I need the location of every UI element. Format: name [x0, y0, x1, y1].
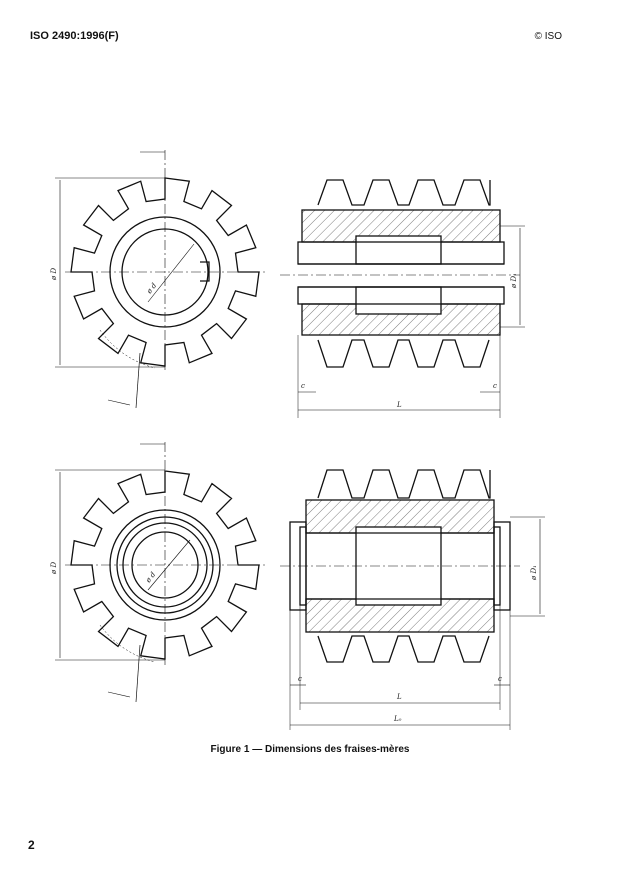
standard-reference: ISO 2490:1996(F): [30, 30, 119, 42]
label-length-a: L: [396, 401, 402, 409]
label-c-right-b: c: [498, 675, 502, 683]
gear-teeth-outline: [70, 470, 260, 660]
label-c-right-a: c: [493, 382, 497, 390]
label-bore-diameter-a: ø d: [145, 281, 159, 296]
label-c-left-a: c: [301, 382, 305, 390]
label-outside-diameter-b: ø D: [50, 562, 58, 575]
label-total-length-b: L₀: [393, 715, 402, 723]
label-c-left-b: c: [298, 675, 302, 683]
label-outside-diameter-a: ø D: [50, 268, 58, 281]
hob-front-view-keyway: [55, 150, 265, 409]
copyright-mark: © ISO: [534, 31, 562, 42]
label-hub-diameter-b: ø D₁: [530, 565, 538, 581]
hob-front-view-bore: [55, 442, 265, 703]
page-number: 2: [28, 838, 35, 852]
hob-section-view-keyway: [280, 179, 525, 418]
label-length-b: L: [396, 693, 402, 701]
figure-caption: Figure 1 — Dimensions des fraises-mères: [210, 744, 410, 755]
label-hub-diameter-a: ø D₁: [510, 273, 518, 289]
hob-section-view-bore: [280, 469, 545, 730]
label-bore-diameter-b: ø d: [144, 570, 158, 585]
